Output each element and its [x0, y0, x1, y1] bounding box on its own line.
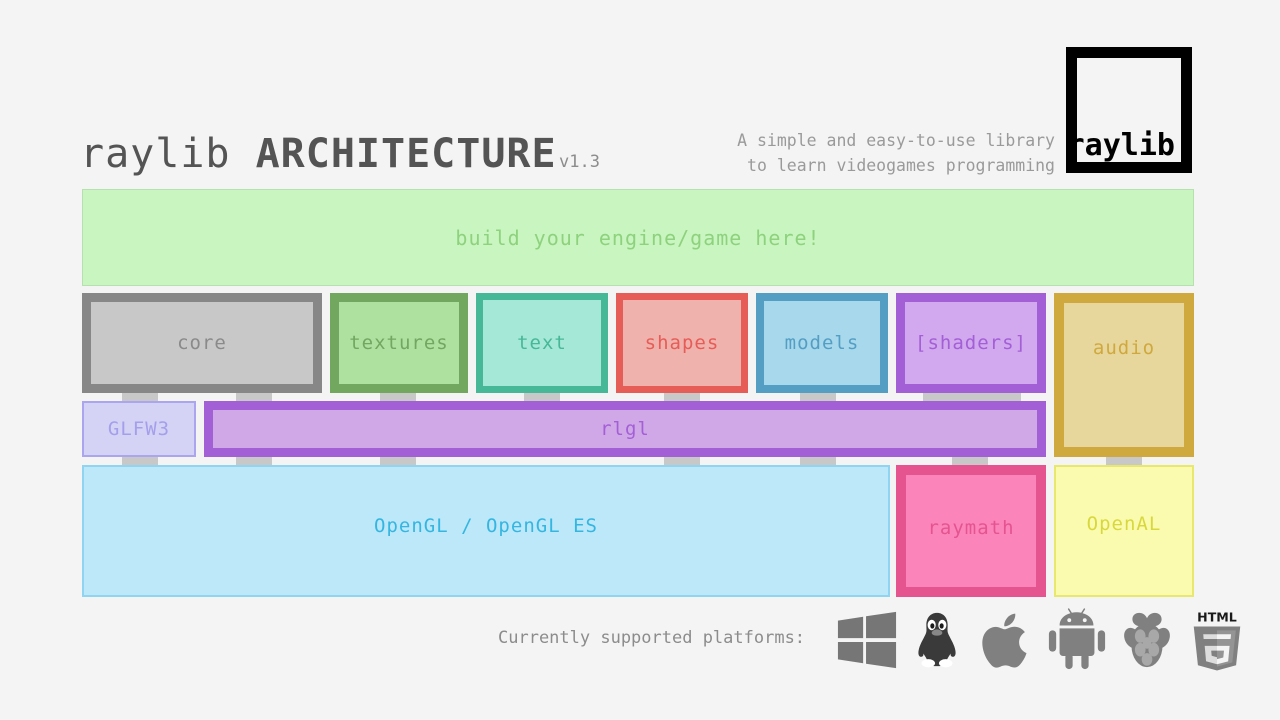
connector-rlgl-2 — [380, 457, 416, 467]
html5-icon: HTML — [1186, 606, 1248, 674]
svg-text:HTML: HTML — [1197, 610, 1237, 625]
connector-glfw-bottom — [122, 457, 158, 467]
layer-opengl-label: OpenGL / OpenGL ES — [374, 515, 598, 537]
raylib-logo-text: raylib — [1066, 128, 1175, 163]
connector-core-right — [236, 393, 272, 403]
connector-rlgl-5 — [952, 457, 988, 467]
raspberry-pi-icon — [1116, 606, 1178, 674]
connector-shaders — [923, 393, 1021, 403]
layer-glfw3-label: GLFW3 — [107, 418, 171, 440]
layer-raymath-label: raymath — [927, 517, 1015, 539]
connector-textures — [380, 393, 416, 403]
module-audio[interactable]: audio — [1054, 293, 1194, 457]
module-shaders[interactable]: [shaders] — [896, 293, 1046, 393]
module-textures[interactable]: textures — [330, 293, 468, 393]
module-text[interactable]: text — [476, 293, 608, 393]
layer-rlgl-label: rlgl — [600, 418, 650, 440]
module-core-label: core — [177, 332, 227, 354]
layer-opengl[interactable]: OpenGL / OpenGL ES — [82, 465, 890, 597]
connector-shapes — [664, 393, 700, 403]
connector-core-left — [122, 393, 158, 403]
user-layer-banner: build your engine/game here! — [82, 189, 1194, 286]
layer-raymath[interactable]: raymath — [896, 465, 1046, 597]
linux-tux-icon — [906, 606, 968, 674]
page-title: raylib ARCHITECTURE — [80, 131, 557, 177]
android-icon — [1046, 606, 1108, 674]
module-text-label: text — [517, 332, 567, 354]
connector-rlgl-4 — [800, 457, 836, 467]
user-layer-label: build your engine/game here! — [455, 225, 821, 250]
connector-audio-top — [1106, 457, 1142, 467]
title-bold: ARCHITECTURE — [255, 131, 557, 177]
layer-glfw3[interactable]: GLFW3 — [82, 401, 196, 457]
module-shapes-label: shapes — [644, 332, 720, 354]
module-core[interactable]: core — [82, 293, 322, 393]
layer-openal-label: OpenAL — [1086, 513, 1162, 535]
connector-rlgl-1 — [236, 457, 272, 467]
version-label: v1.3 — [559, 152, 600, 172]
tagline-line-1: A simple and easy-to-use library — [737, 131, 1055, 150]
platforms-label: Currently supported platforms: — [498, 628, 806, 648]
connector-models — [800, 393, 836, 403]
platform-icon-list: HTML — [836, 604, 1248, 676]
connector-text — [524, 393, 560, 403]
layer-openal[interactable]: OpenAL — [1054, 465, 1194, 597]
windows-icon — [836, 606, 898, 674]
module-textures-label: textures — [349, 332, 449, 354]
module-shapes[interactable]: shapes — [616, 293, 748, 393]
module-audio-label: audio — [1092, 337, 1156, 359]
apple-icon — [976, 606, 1038, 674]
raylib-logo: raylib — [1066, 47, 1192, 173]
module-shaders-label: [shaders] — [915, 332, 1027, 354]
module-models[interactable]: models — [756, 293, 888, 393]
tagline-line-2: to learn videogames programming — [747, 156, 1055, 175]
connector-rlgl-3 — [664, 457, 700, 467]
title-light: raylib — [80, 131, 256, 177]
layer-rlgl[interactable]: rlgl — [204, 401, 1046, 457]
tagline: A simple and easy-to-use library to lear… — [737, 128, 1055, 178]
module-models-label: models — [784, 332, 860, 354]
